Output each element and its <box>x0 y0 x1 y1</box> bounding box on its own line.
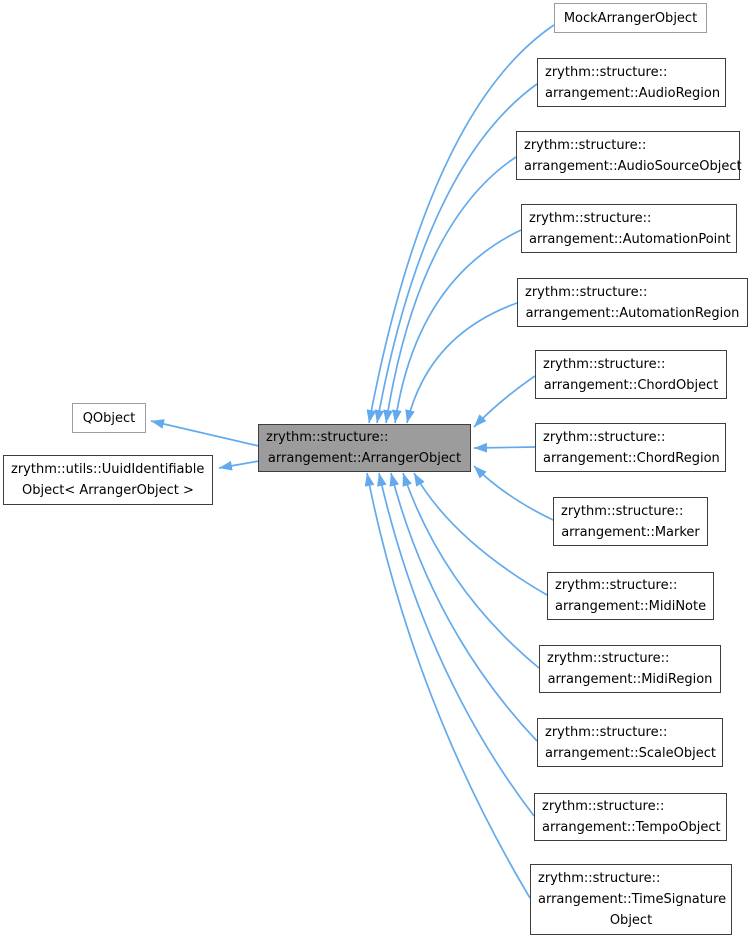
node-label: zrythm::structure:: <box>545 64 668 80</box>
node-label: arrangement::MidiNote <box>555 599 707 614</box>
edge-scale-object-to-arranger <box>389 472 538 742</box>
node-label: arrangement::TempoObject <box>542 820 721 835</box>
edge-mock-arranger-object-to-arranger <box>366 24 555 424</box>
edge-chord-region-to-arranger <box>473 442 536 453</box>
node-label: arrangement::ArrangerObject <box>267 451 462 466</box>
node-scale-object[interactable]: zrythm::structure:: arrangement::ScaleOb… <box>537 718 723 767</box>
node-chord-region[interactable]: zrythm::structure:: arrangement::ChordRe… <box>535 423 726 472</box>
edge-automation-point-to-arranger <box>392 229 522 424</box>
edge-automation-region-to-arranger <box>405 302 518 424</box>
node-tempo-object[interactable]: zrythm::structure:: arrangement::TempoOb… <box>534 793 727 841</box>
edge-time-signature-object-to-arranger <box>364 472 531 899</box>
node-label: arrangement::TimeSignature <box>538 892 727 907</box>
edge-audio-region-to-arranger <box>374 83 538 424</box>
edge-arranger-to-uuid-identifiable <box>218 460 260 471</box>
node-label: Object< ArrangerObject > <box>22 483 194 498</box>
node-label: zrythm::structure:: <box>561 503 684 519</box>
node-label: zrythm::structure:: <box>266 430 389 445</box>
node-label: zrythm::structure:: <box>542 799 665 814</box>
node-label: zrythm::structure:: <box>538 871 661 886</box>
node-label: zrythm::structure:: <box>529 210 652 226</box>
node-label: zrythm::utils::UuidIdentifiable <box>11 462 205 477</box>
node-label: zrythm::structure:: <box>525 284 648 300</box>
node-midi-note[interactable]: zrythm::structure:: arrangement::MidiNot… <box>547 572 714 620</box>
node-label: arrangement::AudioSourceObject <box>524 158 742 174</box>
node-mock-arranger-object: MockArrangerObject <box>554 3 707 33</box>
node-midi-region[interactable]: zrythm::structure:: arrangement::MidiReg… <box>539 645 721 693</box>
node-label: arrangement::Marker <box>561 524 700 540</box>
node-label: zrythm::structure:: <box>547 651 670 666</box>
node-label: MockArrangerObject <box>563 10 698 26</box>
node-label: QObject <box>82 410 136 426</box>
node-label: zrythm::structure:: <box>555 578 678 593</box>
edge-marker-to-arranger <box>473 465 554 521</box>
node-label: zrythm::structure:: <box>543 356 666 372</box>
node-audio-region[interactable]: zrythm::structure:: arrangement::AudioRe… <box>537 58 726 107</box>
edge-chord-object-to-arranger <box>473 375 536 428</box>
node-label: zrythm::structure:: <box>545 724 668 740</box>
node-marker[interactable]: zrythm::structure:: arrangement::Marker <box>553 497 708 546</box>
node-audio-source-object[interactable]: zrythm::structure:: arrangement::AudioSo… <box>516 131 742 180</box>
node-label: arrangement::ChordObject <box>543 377 719 393</box>
edge-audio-source-object-to-arranger <box>383 156 517 424</box>
node-label: arrangement::AutomationPoint <box>529 231 731 247</box>
node-label: arrangement::ScaleObject <box>545 745 716 761</box>
node-label: arrangement::AudioRegion <box>545 85 721 101</box>
node-label: arrangement::AutomationRegion <box>525 305 740 321</box>
edge-arranger-to-qobject <box>150 419 260 447</box>
node-time-signature-object[interactable]: zrythm::structure:: arrangement::TimeSig… <box>530 864 732 935</box>
node-label: arrangement::ChordRegion <box>543 450 720 466</box>
node-automation-region[interactable]: zrythm::structure:: arrangement::Automat… <box>517 278 748 327</box>
node-uuid-identifiable-object[interactable]: zrythm::utils::UuidIdentifiable Object< … <box>3 455 213 505</box>
node-label: zrythm::structure:: <box>543 429 666 445</box>
edge-midi-note-to-arranger <box>413 472 548 596</box>
node-qobject: QObject <box>72 403 146 433</box>
node-automation-point[interactable]: zrythm::structure:: arrangement::Automat… <box>521 204 737 253</box>
node-arranger-object-current: zrythm::structure:: arrangement::Arrange… <box>258 424 471 472</box>
node-label: zrythm::structure:: <box>524 137 647 153</box>
node-chord-object[interactable]: zrythm::structure:: arrangement::ChordOb… <box>535 350 727 399</box>
edge-tempo-object-to-arranger <box>377 472 535 817</box>
edge-midi-region-to-arranger <box>402 472 540 669</box>
node-label: Object <box>609 913 653 928</box>
node-label: arrangement::MidiRegion <box>547 672 713 687</box>
